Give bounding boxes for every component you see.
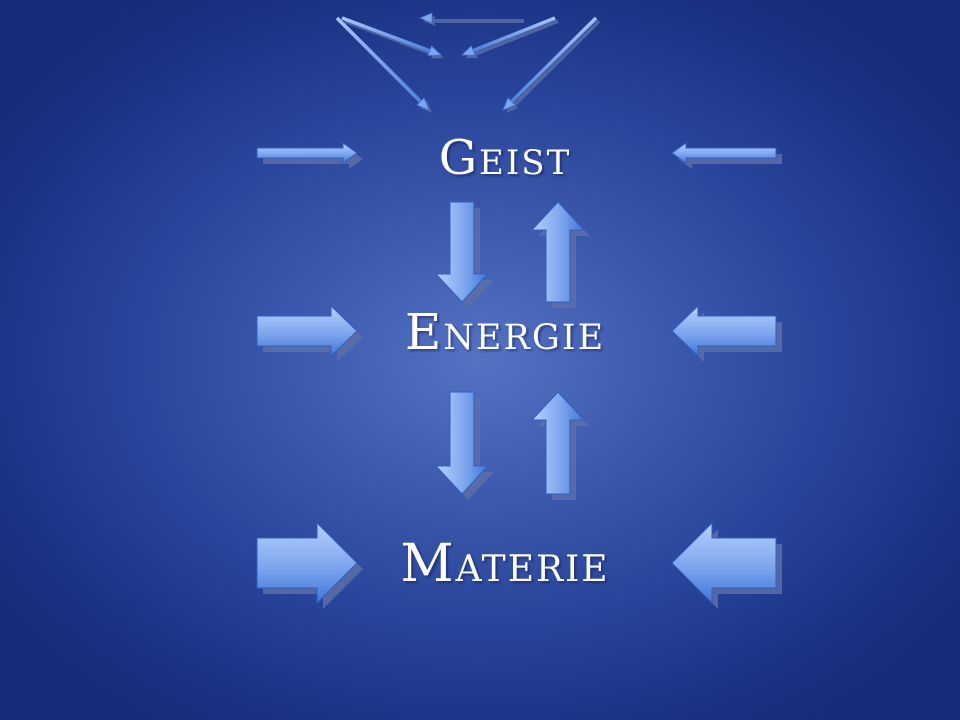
thin-arrow-3-icon xyxy=(461,16,559,59)
top-thin-arrows-group xyxy=(335,12,601,113)
level-label-geist: Geist xyxy=(438,130,572,186)
arrow-down-energie-materie-icon xyxy=(434,391,494,500)
arrow-up-materie-energie-icon xyxy=(530,391,590,500)
thin-arrow-5-icon xyxy=(502,16,601,113)
level-label-energie: Energie xyxy=(404,303,606,361)
arrow-down-geist-energie-icon xyxy=(434,201,494,308)
thin-arrow-4-icon xyxy=(335,16,432,113)
arrow-right-geist-icon xyxy=(256,142,363,169)
vertical-arrows-group xyxy=(434,201,590,500)
level-label-materie: Materie xyxy=(400,534,610,594)
thin-arrow-1-icon xyxy=(418,12,524,26)
side-arrows-group xyxy=(256,142,782,609)
arrow-right-energie-icon xyxy=(256,304,363,362)
arrow-left-geist-icon xyxy=(671,142,782,169)
arrow-left-energie-icon xyxy=(671,304,782,362)
arrow-up-energie-geist-icon xyxy=(530,201,590,308)
thin-arrow-2-icon xyxy=(341,16,444,59)
arrow-left-materie-icon xyxy=(671,521,782,609)
arrow-right-materie-icon xyxy=(256,521,363,609)
